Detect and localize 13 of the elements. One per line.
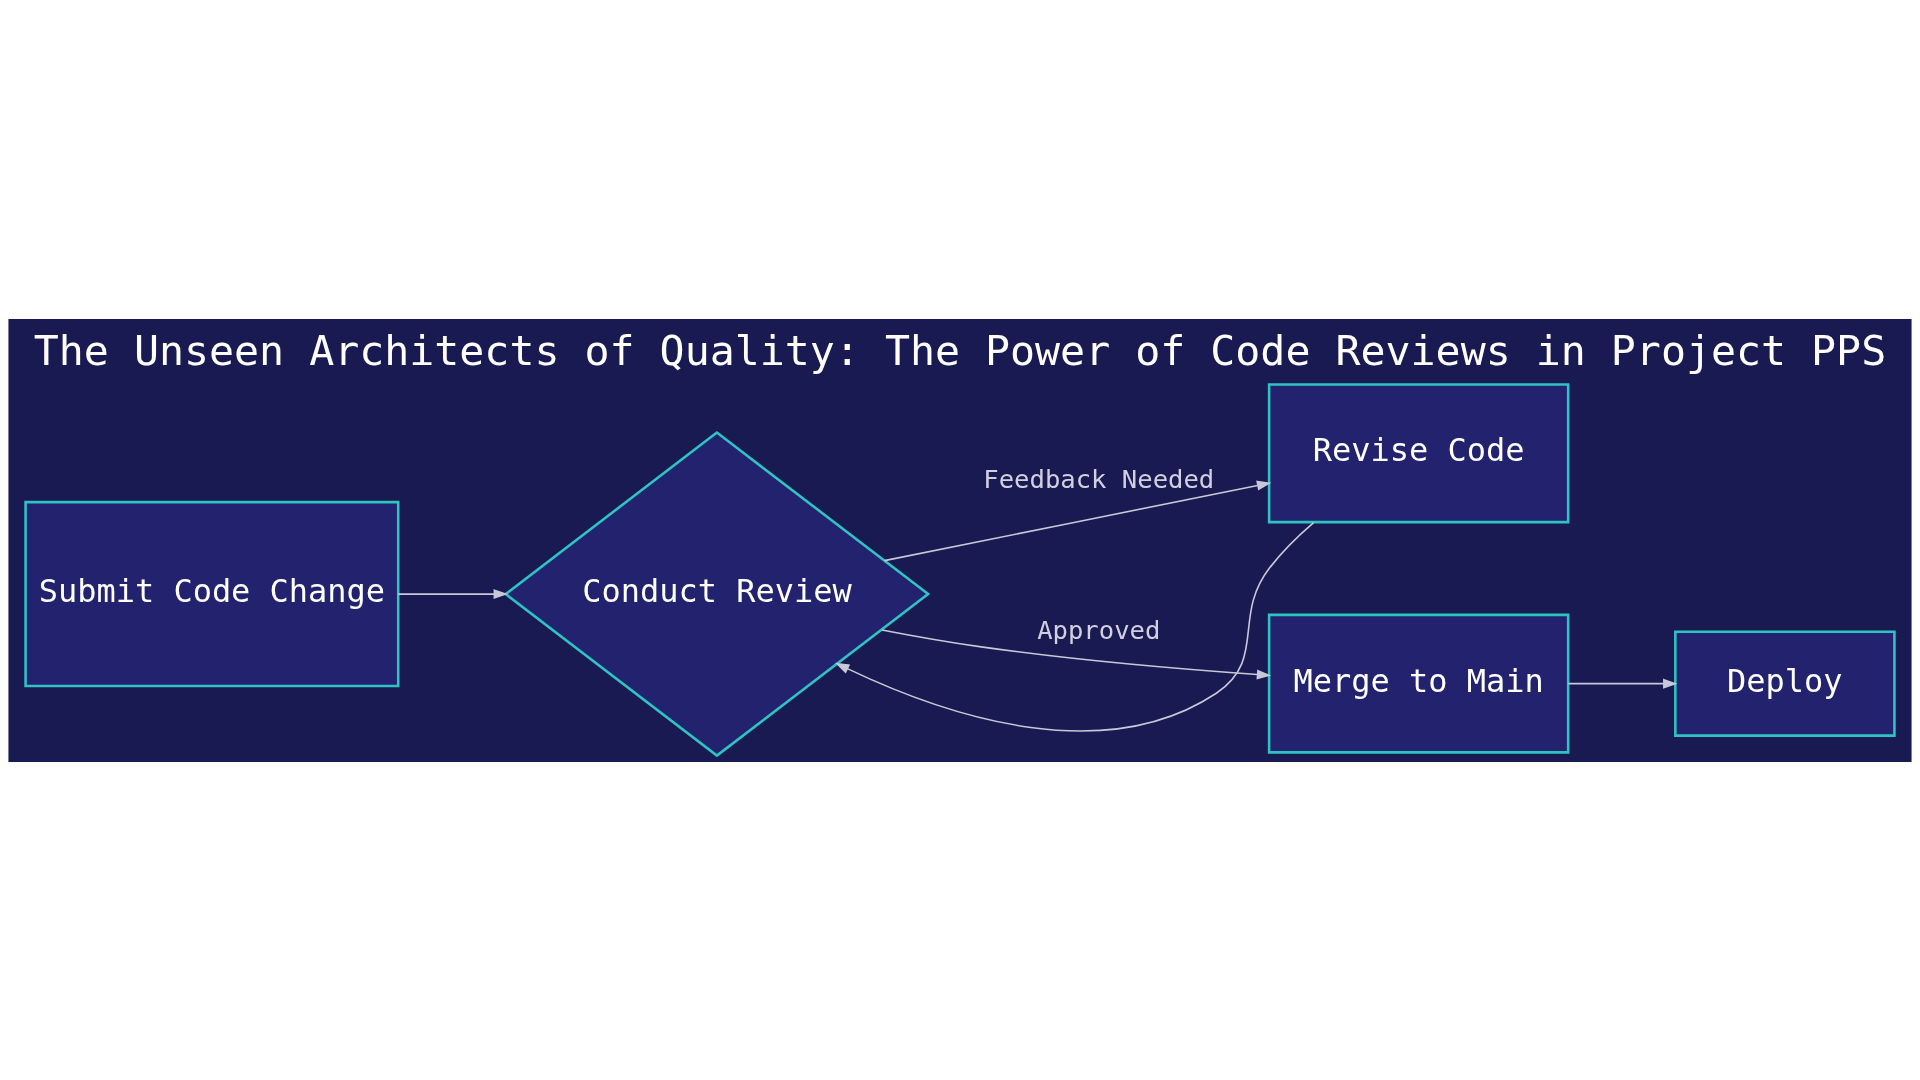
arrow <box>397 588 508 599</box>
arrow <box>881 628 1272 680</box>
arrow <box>883 480 1272 561</box>
node-box: Revise Code <box>1267 382 1570 523</box>
diagram-title: The Unseen Architects of Quality: The Power of Code Reviews in Project PPS <box>33 325 1887 375</box>
arrow <box>1567 678 1678 689</box>
node-box: Merge to Main <box>1267 613 1570 754</box>
node-box: Submit Code Change <box>24 500 400 687</box>
edge-label: Feedback Needed <box>983 463 1215 494</box>
edge-label: Approved <box>1037 614 1161 645</box>
arrow <box>835 521 1315 731</box>
node-box: Deploy <box>1674 629 1896 737</box>
node-diamond: Conduct Review <box>503 430 931 757</box>
